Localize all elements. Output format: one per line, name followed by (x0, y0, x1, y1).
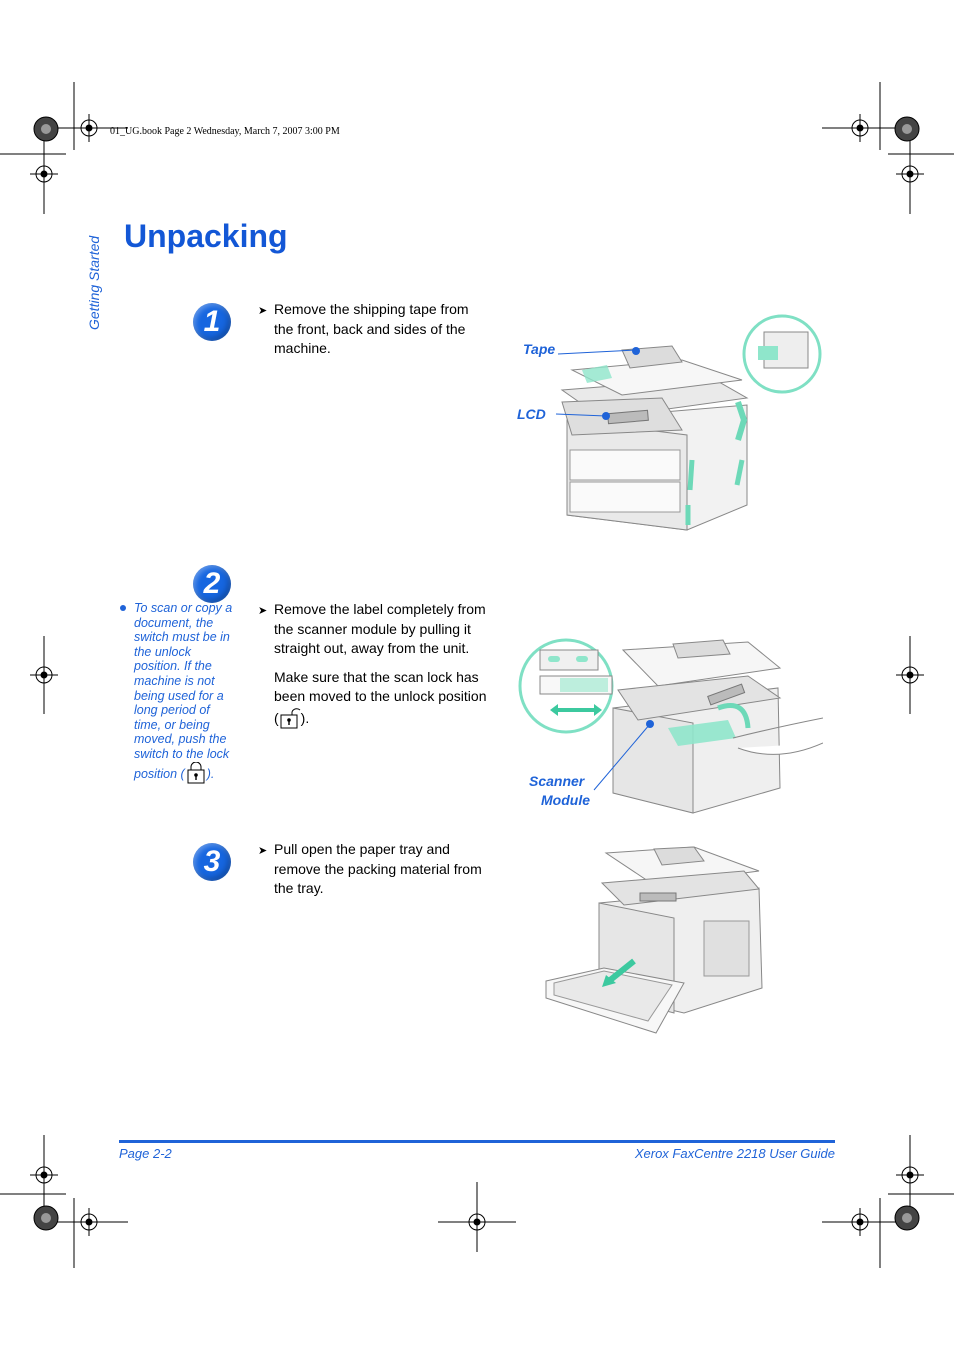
step-2-badge: 2 (193, 565, 231, 603)
copier-tape-illustration (555, 314, 822, 531)
callout-tape: Tape (523, 341, 556, 357)
footer-rule (119, 1140, 835, 1143)
footer-guide-title: Xerox FaxCentre 2218 User Guide (634, 1146, 835, 1161)
unlock-icon (280, 707, 301, 728)
page-title: Unpacking (124, 218, 288, 254)
callout-scanner: Scanner (529, 773, 585, 789)
step-2-text: ➤ Remove the label completely from the sc… (258, 600, 490, 738)
side-tab: Getting Started (86, 235, 102, 330)
note-text-end: ). (206, 766, 215, 781)
step-3-text: ➤ Pull open the paper tray and remove the… (258, 840, 490, 899)
arrow-bullet-icon: ➤ (258, 845, 268, 857)
callout-module: Module (541, 792, 590, 808)
scanner-module-illustration (518, 638, 823, 814)
step-2-line: Remove the label completely from the sca… (274, 601, 486, 656)
paper-tray-illustration (545, 846, 763, 1034)
arrow-bullet-icon: ➤ (258, 305, 268, 317)
step-3-line: Pull open the paper tray and remove the … (274, 841, 482, 896)
step-2-extra: Make sure that the scan lock has been mo… (274, 668, 487, 726)
callout-lcd: LCD (517, 406, 546, 422)
step-3-badge: 3 (193, 843, 231, 881)
note-bullet-icon (120, 605, 126, 611)
footer-page-number: Page 2-2 (119, 1146, 172, 1161)
step-1-text: ➤ Remove the shipping tape from the front… (258, 300, 478, 359)
arrow-bullet-icon: ➤ (258, 605, 268, 617)
book-header: 01_UG.book Page 2 Wednesday, March 7, 20… (110, 126, 340, 137)
lock-icon (187, 761, 205, 784)
side-note: To scan or copy a document, the switch m… (120, 601, 238, 784)
step-1-line: Remove the shipping tape from the front,… (274, 301, 469, 356)
step-2-extra-end: ). (300, 709, 310, 726)
step-1-badge: 1 (193, 303, 231, 341)
note-text: To scan or copy a document, the switch m… (134, 601, 233, 781)
